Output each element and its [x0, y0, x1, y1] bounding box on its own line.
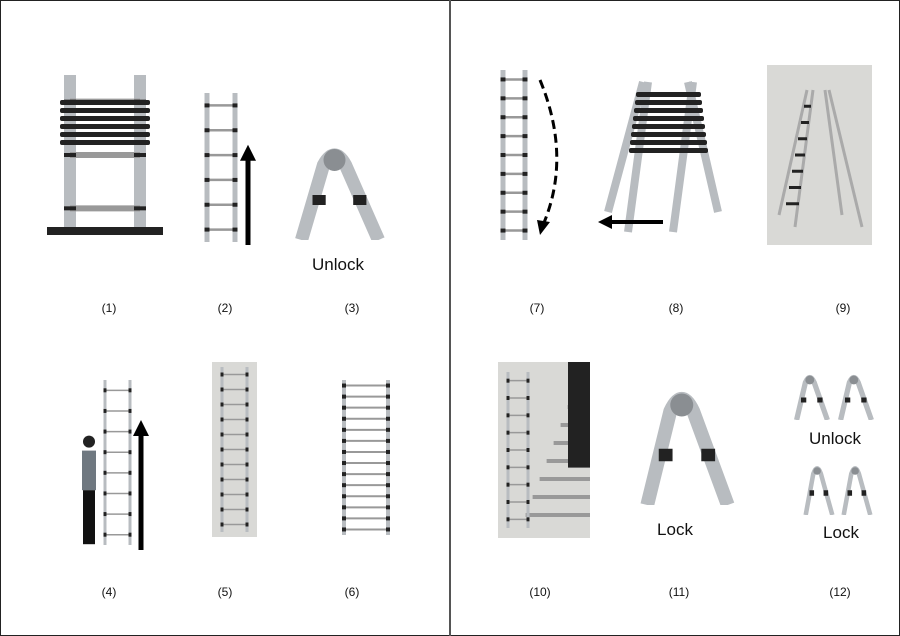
- figure-5-extended-ladder-photo: [212, 362, 257, 537]
- ladder-illustration: [220, 367, 249, 532]
- caption-10: (10): [529, 585, 551, 599]
- ladder-illustration: [598, 80, 722, 233]
- ladder-illustration: [47, 75, 163, 235]
- ladder-illustration: [342, 380, 390, 535]
- ladder-illustration: [803, 465, 873, 515]
- caption-9: (9): [835, 301, 851, 315]
- caption-6: (6): [344, 585, 360, 599]
- figure-12-unlock-hinge-image: [790, 370, 878, 420]
- lock-label-11: Lock: [657, 520, 693, 539]
- figure-4-person-extending-image: [75, 375, 150, 555]
- figure-6-ladder-half-extended-image: [330, 375, 402, 540]
- unlock-label-12: Unlock: [809, 429, 861, 448]
- ladder-illustration: [640, 392, 735, 505]
- ladder-illustration: [794, 374, 874, 420]
- figure-7-fold-ladder-image: [495, 65, 567, 250]
- page-divider: [449, 0, 451, 636]
- ladder-illustration: [82, 380, 149, 550]
- caption-1: (1): [101, 301, 117, 315]
- caption-4: (4): [101, 585, 117, 599]
- caption-8: (8): [668, 301, 684, 315]
- lock-label-12: Lock: [823, 523, 859, 542]
- ladder-illustration: [500, 70, 559, 240]
- caption-7: (7): [529, 301, 545, 315]
- figure-1-folded-ladder-image: [45, 65, 165, 245]
- caption-11: (11): [668, 585, 690, 599]
- figure-8-spread-legs-image: [588, 72, 730, 247]
- caption-2: (2): [217, 301, 233, 315]
- figure-9-a-frame-photo: [767, 65, 872, 245]
- caption-12: (12): [829, 585, 851, 599]
- caption-5: (5): [217, 585, 233, 599]
- figure-2-extend-ladder-image: [195, 88, 260, 250]
- figure-10-stairs-photo: [498, 362, 590, 538]
- ladder-illustration: [506, 362, 590, 528]
- ladder-illustration: [295, 148, 385, 240]
- figure-11-lock-hinge-image: [630, 380, 745, 505]
- figure-12-lock-hinge-image: [800, 460, 876, 515]
- figure-3-unlock-hinge-image: [285, 140, 395, 240]
- ladder-illustration: [204, 93, 256, 245]
- caption-3: (3): [344, 301, 360, 315]
- ladder-illustration: [777, 89, 864, 228]
- unlock-label-3: Unlock: [312, 255, 364, 274]
